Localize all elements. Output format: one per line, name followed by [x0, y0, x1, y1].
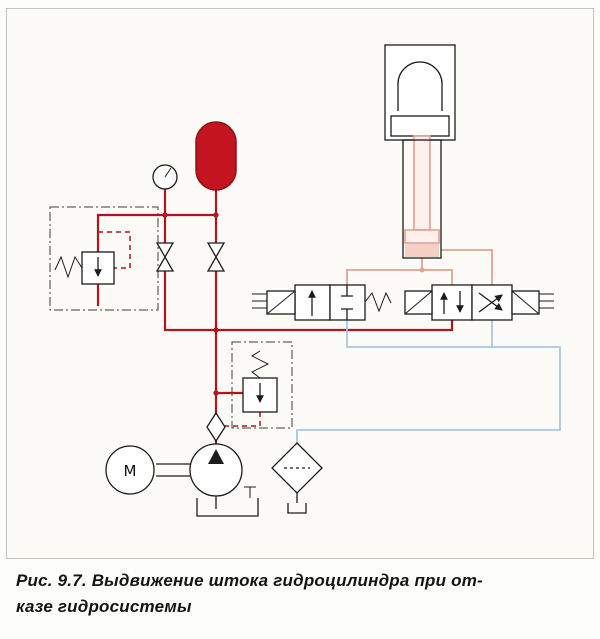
- return-lines: [296, 320, 561, 444]
- electric-connection-icon: [539, 293, 554, 309]
- cylinder-chamber: [405, 244, 439, 257]
- load-arch: [397, 61, 443, 111]
- filter: [271, 442, 323, 514]
- check-valve: [206, 411, 226, 443]
- shut-off-valve-right: [206, 242, 226, 272]
- cylinder-body: [402, 139, 442, 259]
- gauge-needle: [164, 167, 172, 178]
- accumulator: [195, 121, 237, 191]
- directional-valve-4-2: [404, 284, 554, 321]
- caption-line-2: казе гидросистемы: [16, 596, 192, 616]
- electric-connection-icon: [252, 293, 267, 309]
- pilot-line-relief-2: [224, 412, 261, 427]
- caption-line-1: Рис. 9.7. Выдвижение штока гидроцилиндра…: [16, 571, 483, 590]
- hydraulic-cylinder-with-load: [384, 44, 456, 259]
- piston-plate: [390, 115, 450, 137]
- relief-spring-icon: [250, 350, 270, 379]
- pilot-line-relief-1: [98, 231, 131, 269]
- cylinder-rod: [413, 135, 431, 231]
- valve-spring-icon: [364, 291, 392, 313]
- figure-caption: Рис. 9.7. Выдвижение штока гидроцилиндра…: [16, 568, 588, 619]
- pump-relief-enclosure: [231, 341, 293, 429]
- relief-spring-icon: [54, 255, 83, 279]
- motor-shaft: [156, 463, 190, 477]
- pressure-relief-valve-accumulator-block: [54, 251, 115, 285]
- electric-motor: М: [105, 445, 155, 495]
- pump-flow-icon: [208, 449, 224, 464]
- drain-line: [244, 486, 256, 498]
- pressure-gauge: [152, 164, 178, 190]
- accumulator-block-enclosure: [49, 206, 159, 311]
- cylinder-piston: [404, 229, 440, 244]
- filter-tank: [287, 503, 307, 514]
- solenoid-valve-2-2: [252, 284, 392, 321]
- junction-dots: [162, 212, 425, 396]
- tank: [196, 486, 259, 517]
- shut-off-valve-left: [155, 242, 175, 272]
- pump: [189, 443, 243, 497]
- motor-label: М: [124, 462, 137, 480]
- pressure-relief-valve-pump: [242, 350, 278, 413]
